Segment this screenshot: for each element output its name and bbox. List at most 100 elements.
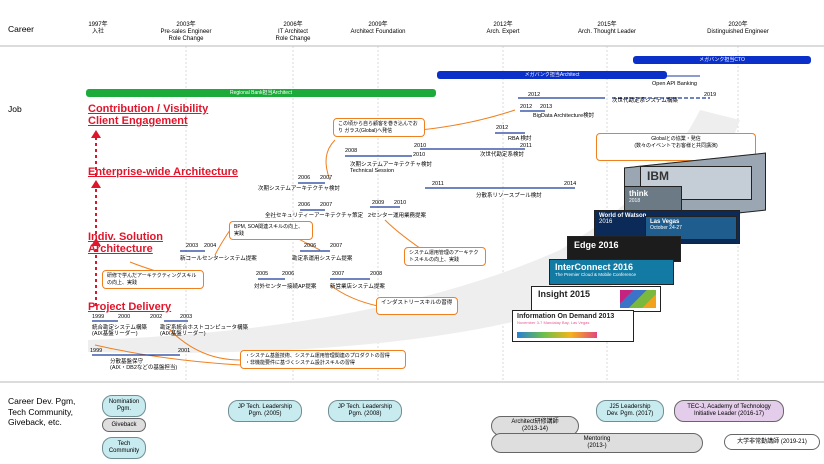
event-card-insight: Insight 2015 [531,286,661,312]
note-industry: インダストリースキルの習得 [376,297,458,315]
project-year: 2011 [520,143,532,149]
project-year: 2009 [372,200,385,206]
project-label: BigData Architecture検討 [533,113,595,119]
note-training: 研修で学んだアーキテクティングスキルの向上、実践 [102,270,204,289]
project-year: 2003 [180,314,193,320]
event-iod-sub: November 3-7 Mandalay Bay, Las Vegas [517,320,590,325]
project-label: 次期システムアーキテクチャ検討 [258,186,340,192]
regional-bank-bar: Regional Bank担当Architect [86,89,436,97]
event-insight: Insight 2015 [538,289,591,299]
project-year: 2007 [330,243,343,249]
note-platform-skills: ・システム基盤技術、システム運用管理関連のプロダクトの習得 ・非機能要件に基づく… [240,350,406,369]
project-label: 新コールセンターシステム提案 [180,256,257,262]
project-label: 2センター運用業務提案 [368,213,427,219]
event-card-edge: Edge 2016 [567,236,681,262]
project-item: 2019 [704,92,717,98]
event-card-think-label: think 2018 [624,186,682,212]
project-label: RBA 検討 [508,136,532,142]
event-lasvegas: Las Vegas [650,219,680,225]
project-year: 2006 [298,202,311,208]
project-label: 分散基盤保守 (AIX・DB2などの基盤担当) [110,359,178,372]
event-interconnect: InterConnect 2016 [555,262,634,272]
row-label-job: Job [8,104,22,114]
event-interconnect-sub: The Premier Cloud & Mobile Conference [555,272,637,277]
project-item: 2012 [528,92,541,98]
project-label: 全社セキュリティーアーキテクチャ策定 [265,213,364,219]
heading-indiv-solution: Indiv. Solution [88,231,163,243]
event-wow: World of Watson [599,213,647,219]
pill-univ-lecturer: 大学非常勤講師 (2019-21) [724,434,820,450]
project-year: 2007 [332,271,345,277]
heading-enterprise: Enterprise-wide Architecture [88,166,238,178]
pill-arch-training: Architect研修講師 (2013-14) [491,416,579,436]
project-year: 2007 [320,202,333,208]
pill-jp-2005: JP Tech. Leadership Pgm. (2005) [228,400,302,422]
heading-client-engagement: Client Engagement [88,115,188,127]
row-label-career: Career [8,24,34,34]
project-label: 統合勘定システム構築 (AIX基盤リーダー) [92,325,147,338]
heading-architecture: Architecture [88,243,153,255]
project-year: 2001 [178,348,191,354]
project-year: 2006 [282,271,295,277]
pill-jp-2008: JP Tech. Leadership Pgm. (2008) [328,400,402,422]
iod-stripe-icon [517,332,597,338]
project-year: 2003 [186,243,199,249]
pill-nomination: Nomination Pgm. [102,395,146,417]
note-ops-mgmt: システム運用管理のアーキテクトスキルの向上、実践 [404,247,486,266]
note-global-outreach: この頃から自ら顧客を巻き込んでおり ガラス(Global)へ発信 [333,118,425,137]
project-label: 勘定系運用システム提案 [292,256,353,262]
project-year: 2002 [150,314,163,320]
pill-mentoring: Mentoring (2013-) [491,433,703,453]
project-year: 2008 [345,148,358,154]
event-lasvegas-date: October 24-27 [650,225,682,231]
note-platform-line1: ・システム基盤技術、システム運用管理関連のプロダクトの習得 [245,353,390,359]
note-bpm-soa: BPM, SOA関連スキルの向上、実践 [229,221,313,240]
project-year: 2005 [256,271,269,277]
project-year: 2010 [394,200,407,206]
heading-contribution: Contribution / Visibility [88,103,209,115]
project-year: 2013 [540,104,553,110]
project-year: 2008 [370,271,383,277]
megabank-bar: メガバンク担当Architect [437,71,667,79]
project-year: 2004 [204,243,217,249]
open-api-label: Open API Banking [652,81,697,87]
project-label: 勘定系統合ホストコンピュータ構築 (AIX基盤リーダー) [160,325,249,338]
project-year: 2012 [520,104,533,110]
event-wow-year: 2016 [599,219,613,225]
event-card-interconnect: InterConnect 2016 The Premier Cloud & Mo… [549,259,674,285]
pill-tec-j: TEC-J, Academy of Technology Initiative … [674,400,784,422]
event-edge: Edge 2016 [574,240,619,250]
project-label: 次期システムアーキテクチャ検討 Technical Session [350,162,432,175]
project-label: 次世代勘定系システム構築 [612,98,678,104]
insight-pattern-icon [620,290,656,308]
project-year: 1999 [92,314,105,320]
project-year: 2012 [496,125,509,131]
row-label-community: Career Dev. Pgm, Tech Community, Givebac… [8,396,76,428]
event-think: think [629,189,649,198]
project-year: 2007 [320,175,333,181]
project-year: 2011 [432,181,444,187]
event-iod: Information On Demand 2013 [517,313,615,320]
project-label: 分散系リソースプール検討 [476,193,542,199]
pill-tech-community: Tech Community [102,437,146,459]
project-year: 2010 [414,143,427,149]
project-label: 対外センター接続AP提案 [254,284,317,290]
event-card-iod: Information On Demand 2013 November 3-7 … [512,310,634,342]
project-year: 1999 [90,348,103,354]
project-year: 2006 [304,243,317,249]
project-year: 2010 [413,152,426,158]
pill-j25: J25 Leadership Dev. Pgm. (2017) [596,400,664,422]
note-platform-line2: ・非機能要件に基づくシステム設計スキルの習得 [245,359,355,366]
project-year: 2000 [118,314,131,320]
event-think-year: 2018 [629,198,641,204]
cto-bar: メガバンク担当CTO [633,56,811,64]
project-year: 2006 [298,175,311,181]
project-year: 2014 [564,181,577,187]
event-ibm: IBM [647,169,669,183]
